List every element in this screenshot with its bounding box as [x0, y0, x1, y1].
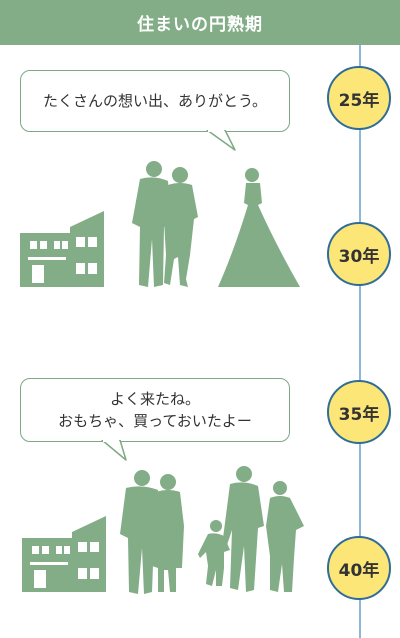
grandmother-icon — [152, 474, 184, 592]
timeline-line — [359, 45, 361, 638]
visiting-family-illustration — [22, 466, 304, 594]
house-icon — [22, 516, 106, 592]
father-icon — [222, 466, 264, 592]
speech-line: たくさんの想い出、ありがとう。 — [42, 92, 268, 110]
year-label: 25年 — [338, 90, 380, 111]
year-badge-30: 30年 — [327, 222, 391, 286]
elder-woman-icon — [164, 167, 198, 287]
bride-icon — [218, 168, 300, 287]
mother-icon — [266, 481, 304, 592]
header-bar: 住まいの円熟期 — [0, 0, 400, 45]
speech-line: おもちゃ、買っておいたよー — [58, 412, 252, 430]
child-icon — [198, 520, 230, 586]
grandfather-icon — [120, 470, 160, 594]
speech-bubble-tail — [101, 440, 127, 461]
year-badge-25: 25年 — [327, 66, 391, 130]
wedding-family-illustration — [20, 161, 300, 287]
speech-line: よく来たね。 — [109, 390, 200, 408]
year-label: 30年 — [338, 246, 380, 267]
year-badge-40: 40年 — [327, 536, 391, 600]
year-badge-35: 35年 — [327, 380, 391, 444]
elder-man-icon — [132, 161, 171, 287]
year-label: 35年 — [338, 404, 380, 425]
house-icon — [20, 211, 104, 287]
year-label: 40年 — [338, 560, 380, 581]
speech-bubble-tail — [206, 130, 236, 151]
speech-bubble-grandparents: よく来たね。 おもちゃ、買っておいたよー — [20, 378, 290, 442]
page-title: 住まいの円熟期 — [137, 15, 263, 35]
speech-bubble-wedding: たくさんの想い出、ありがとう。 — [20, 70, 290, 132]
